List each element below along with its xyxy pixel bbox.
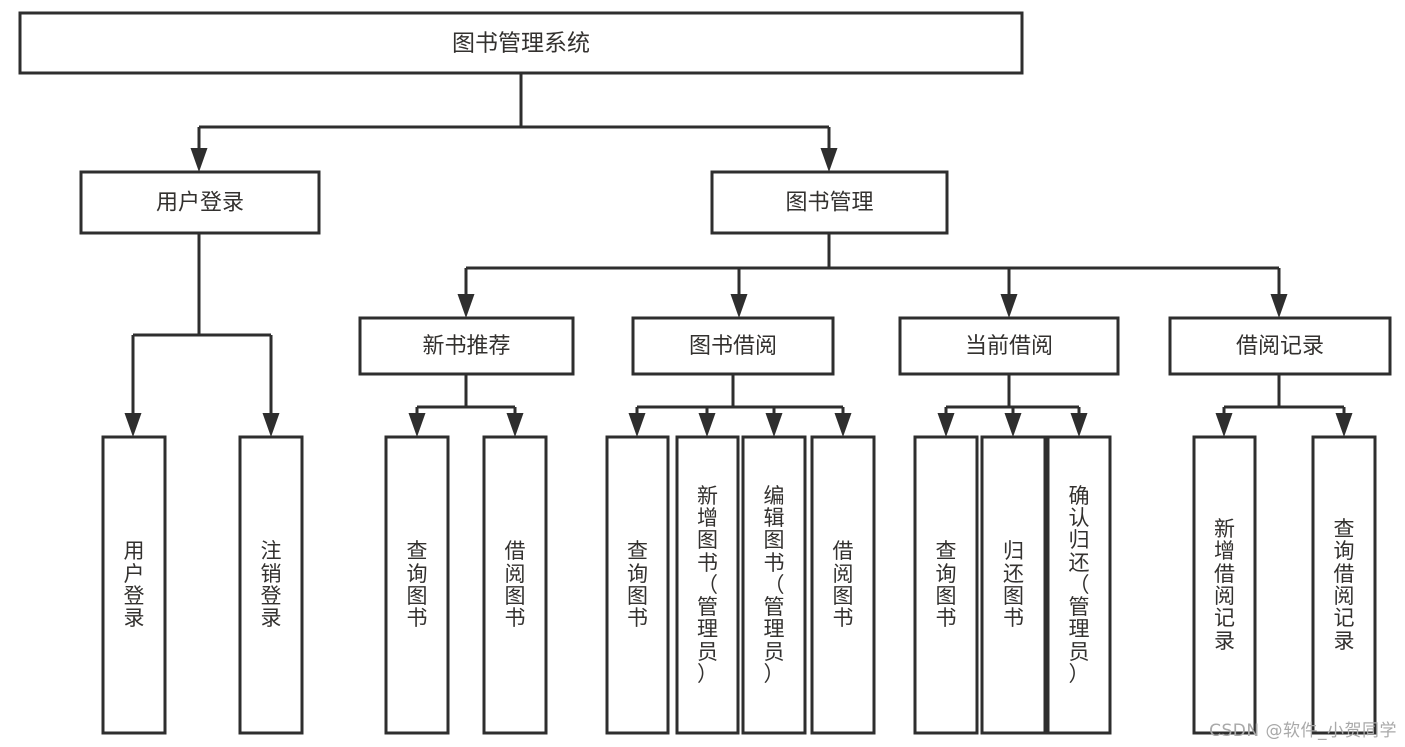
arrow-head-icon <box>834 413 852 437</box>
csdn-watermark: CSDN @软件_小贺同学 <box>1209 721 1397 741</box>
leaf-leaf-cur-return[interactable] <box>980 435 1047 735</box>
arrow-head-icon <box>1335 413 1353 437</box>
arrow-head-icon <box>262 413 280 437</box>
node-label: 当前借阅 <box>965 334 1053 359</box>
node-box <box>1192 435 1257 735</box>
leaf-leaf-borrow-edit[interactable] <box>741 435 807 735</box>
node-box <box>1311 435 1377 735</box>
node-label: 新书推荐 <box>422 334 510 359</box>
node-label: 借阅记录 <box>1236 334 1324 359</box>
node-box <box>913 435 979 735</box>
arrow-head-icon <box>124 413 142 437</box>
node-box <box>1046 435 1112 735</box>
node-box <box>238 435 304 735</box>
arrow-head-icon <box>408 413 426 437</box>
leaf-leaf-borrow-add[interactable] <box>675 435 740 735</box>
arrow-head-icon <box>1000 294 1018 318</box>
leaf-leaf-rec-add[interactable] <box>1192 435 1257 735</box>
arrow-head-icon <box>1004 413 1022 437</box>
node-box <box>79 170 321 235</box>
node-box <box>675 435 740 735</box>
leaf-leaf-borrow-query[interactable] <box>605 435 670 735</box>
node-label: 图书管理系统 <box>452 31 590 57</box>
node-box <box>358 316 575 376</box>
node-box <box>18 11 1024 75</box>
node-new-book-rec[interactable]: 新书推荐 <box>358 316 575 376</box>
arrow-head-icon <box>1215 413 1233 437</box>
node-box <box>384 435 450 735</box>
arrow-head-icon <box>1270 294 1288 318</box>
leaf-leaf-cur-confirm[interactable] <box>1046 435 1112 735</box>
arrow-head-icon <box>628 413 646 437</box>
node-label: 图书管理 <box>785 191 873 216</box>
leaf-leaf-cur-query[interactable] <box>913 435 979 735</box>
arrow-head-icon <box>506 413 524 437</box>
node-root[interactable]: 图书管理系统 <box>18 11 1024 75</box>
node-current-borrow[interactable]: 当前借阅 <box>898 316 1120 376</box>
connector-layer <box>124 73 1353 437</box>
node-label: 图书借阅 <box>689 334 777 359</box>
leaf-leaf-logout[interactable] <box>238 435 304 735</box>
node-box <box>710 170 949 235</box>
leaf-leaf-user-login[interactable] <box>101 435 167 735</box>
leaf-leaf-rec-borrow[interactable] <box>482 435 548 735</box>
arrow-head-icon <box>765 413 783 437</box>
node-box <box>810 435 876 735</box>
node-box <box>605 435 670 735</box>
node-box <box>898 316 1120 376</box>
node-box <box>631 316 835 376</box>
node-box <box>482 435 548 735</box>
node-label: 用户登录 <box>156 191 244 216</box>
node-box <box>101 435 167 735</box>
leaf-leaf-rec-search[interactable] <box>1311 435 1377 735</box>
arrow-head-icon <box>698 413 716 437</box>
node-book-manage[interactable]: 图书管理 <box>710 170 949 235</box>
node-book-borrow[interactable]: 图书借阅 <box>631 316 835 376</box>
node-user-login[interactable]: 用户登录 <box>79 170 321 235</box>
arrow-head-icon <box>820 148 838 172</box>
node-box <box>1168 316 1392 376</box>
arrow-head-icon <box>937 413 955 437</box>
node-box <box>980 435 1047 735</box>
arrow-head-icon <box>1070 413 1088 437</box>
leaf-leaf-borrow-lend[interactable] <box>810 435 876 735</box>
node-borrow-record[interactable]: 借阅记录 <box>1168 316 1392 376</box>
arrow-head-icon <box>730 294 748 318</box>
leaf-leaf-rec-query[interactable] <box>384 435 450 735</box>
node-box <box>741 435 807 735</box>
arrow-head-icon <box>190 148 208 172</box>
arrow-head-icon <box>457 294 475 318</box>
